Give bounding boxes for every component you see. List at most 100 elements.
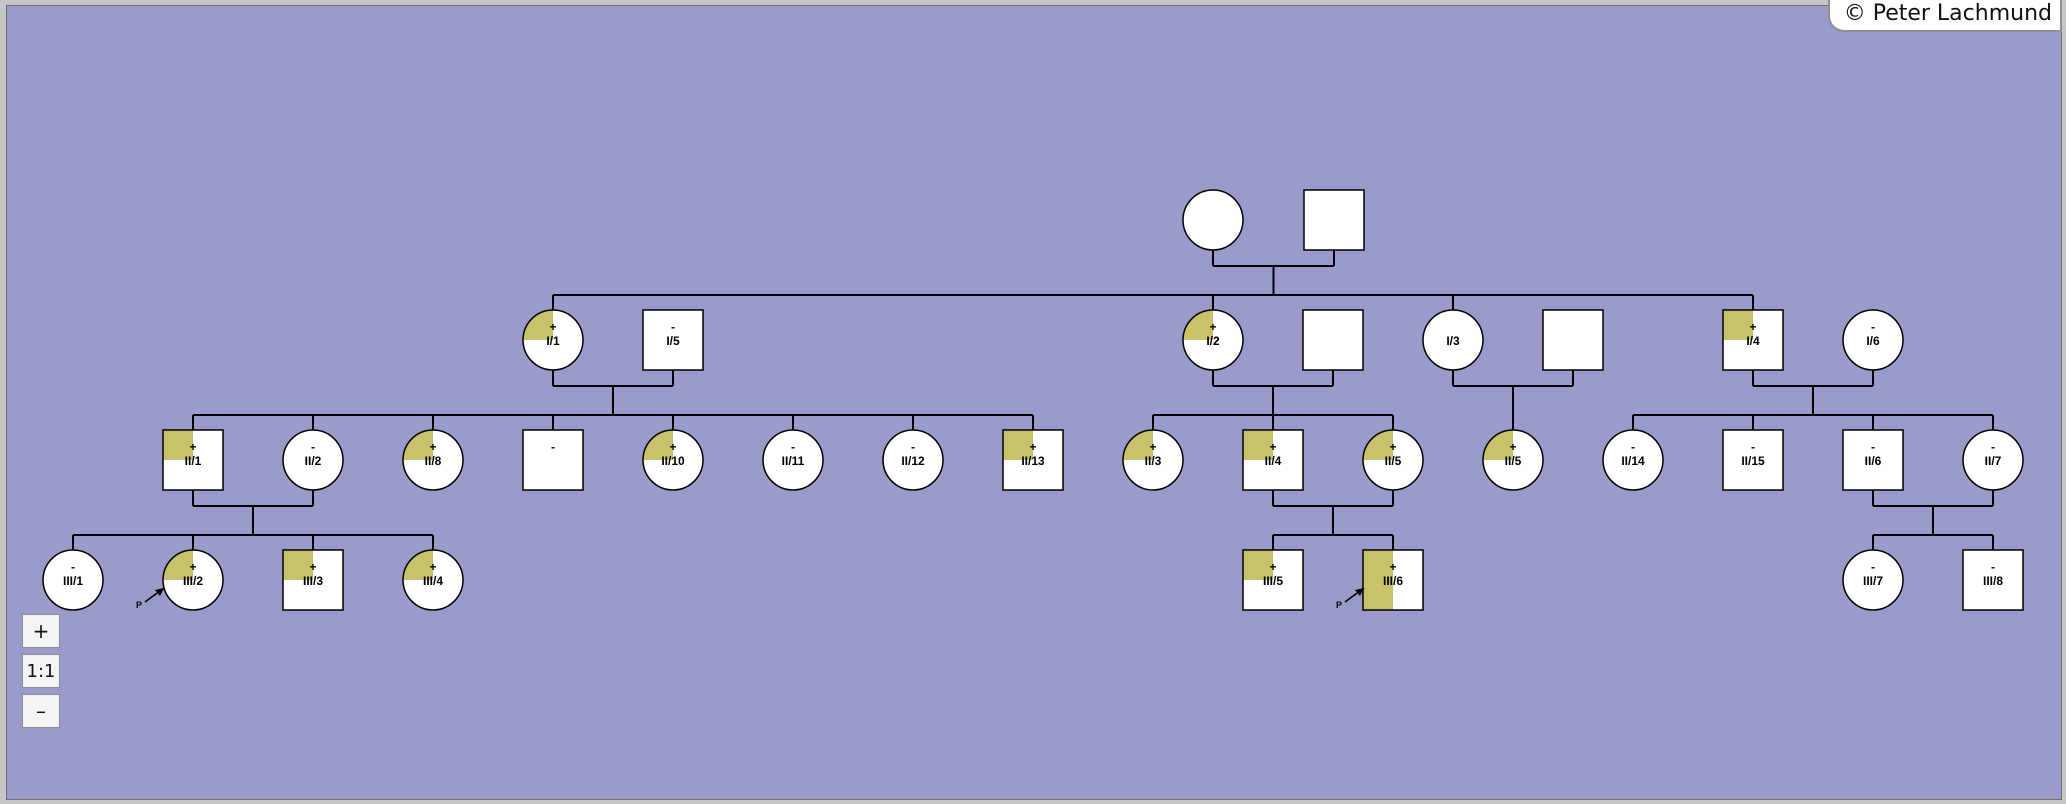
pedigree-individual-ii10[interactable]: +II/10 xyxy=(642,429,704,491)
status-marker: + xyxy=(429,560,436,574)
pedigree-individual-iii8[interactable]: -III/8 xyxy=(1962,549,2024,611)
individual-label: III/1 xyxy=(63,574,83,588)
female-symbol xyxy=(1183,190,1243,250)
status-marker: - xyxy=(791,440,795,454)
pedigree-individual-iii7[interactable]: -III/7 xyxy=(1842,549,1904,611)
affected-half-fill xyxy=(1363,550,1393,610)
male-symbol xyxy=(643,310,703,370)
pedigree-individual-g0f[interactable] xyxy=(1182,189,1244,251)
female-symbol xyxy=(1603,430,1663,490)
status-marker: - xyxy=(71,560,75,574)
pedigree-individual-sp2[interactable] xyxy=(1542,309,1604,371)
symbol-outline xyxy=(522,429,584,491)
symbol-outline xyxy=(162,429,224,491)
status-marker: - xyxy=(1871,320,1875,334)
status-marker: - xyxy=(1871,560,1875,574)
individual-label: II/3 xyxy=(1145,454,1162,468)
pedigree-individual-ii15[interactable]: -II/15 xyxy=(1722,429,1784,491)
symbol-outline xyxy=(1722,429,1784,491)
pedigree-individual-iii3[interactable]: +III/3 xyxy=(282,549,344,611)
status-marker: - xyxy=(311,440,315,454)
pedigree-individual-ii1[interactable]: +II/1 xyxy=(162,429,224,491)
pedigree-individual-ii11[interactable]: -II/11 xyxy=(762,429,824,491)
pedigree-individual-ii8[interactable]: +II/8 xyxy=(402,429,464,491)
symbol-outline xyxy=(1182,309,1244,371)
status-marker: - xyxy=(1631,440,1635,454)
affected-quarter-fill xyxy=(163,430,193,460)
individual-label: I/3 xyxy=(1446,334,1460,348)
pedigree-individual-i4[interactable]: +I/4 xyxy=(1722,309,1784,371)
symbol-outline xyxy=(1362,549,1424,611)
affected-quarter-fill xyxy=(283,550,313,580)
status-marker: + xyxy=(1209,320,1216,334)
proband-arrowhead xyxy=(155,588,164,596)
symbol-outline xyxy=(162,549,224,611)
female-symbol xyxy=(1843,310,1903,370)
affected-quarter-fill xyxy=(1243,430,1273,460)
symbol-outline xyxy=(1962,429,2024,491)
pedigree-individual-iii1[interactable]: -III/1 xyxy=(42,549,104,611)
status-marker: + xyxy=(429,440,436,454)
male-symbol xyxy=(1304,190,1364,250)
pedigree-individual-i5[interactable]: -I/5 xyxy=(642,309,704,371)
pedigree-individual-sp1[interactable] xyxy=(1302,309,1364,371)
male-symbol xyxy=(1723,430,1783,490)
pedigree-individual-ii4[interactable]: +II/4 xyxy=(1242,429,1304,491)
individual-label: II/7 xyxy=(1985,454,2002,468)
zoom-reset-button[interactable]: 1:1 xyxy=(22,654,60,688)
status-marker: + xyxy=(549,320,556,334)
symbol-outline xyxy=(1842,429,1904,491)
male-symbol xyxy=(1963,550,2023,610)
individual-label: II/11 xyxy=(782,454,805,468)
pedigree-individual-i3[interactable]: I/3 xyxy=(1422,309,1484,371)
status-marker: + xyxy=(1389,560,1396,574)
pedigree-individual-i6[interactable]: -I/6 xyxy=(1842,309,1904,371)
pedigree-individual-ii3[interactable]: +II/3 xyxy=(1122,429,1184,491)
affected-quarter-fill xyxy=(1723,310,1753,340)
female-symbol xyxy=(763,430,823,490)
symbol-outline xyxy=(1303,189,1365,251)
pedigree-individual-ii5a[interactable]: +II/5 xyxy=(1362,429,1424,491)
symbol-outline xyxy=(522,309,584,371)
individual-label: II/6 xyxy=(1865,454,1882,468)
status-marker: + xyxy=(1149,440,1156,454)
pedigree-individual-iii2[interactable]: +III/2P xyxy=(136,549,224,611)
pedigree-individual-iii4[interactable]: +III/4 xyxy=(402,549,464,611)
pedigree-individual-iix[interactable]: - xyxy=(522,429,584,491)
symbol-outline xyxy=(1602,429,1664,491)
pedigree-individual-g0m[interactable] xyxy=(1303,189,1365,251)
pedigree-individual-i2[interactable]: +I/2 xyxy=(1182,309,1244,371)
individual-label: III/5 xyxy=(1263,574,1283,588)
symbol-outline xyxy=(882,429,944,491)
symbol-outline xyxy=(642,309,704,371)
status-marker: - xyxy=(551,440,555,454)
status-marker: + xyxy=(1749,320,1756,334)
status-marker: + xyxy=(189,440,196,454)
status-marker: - xyxy=(1991,440,1995,454)
pedigree-individual-ii6[interactable]: -II/6 xyxy=(1842,429,1904,491)
pedigree-individual-ii7[interactable]: -II/7 xyxy=(1962,429,2024,491)
symbol-outline xyxy=(1962,549,2024,611)
pedigree-individual-ii2[interactable]: -II/2 xyxy=(282,429,344,491)
pedigree-individual-ii14[interactable]: -II/14 xyxy=(1602,429,1664,491)
pedigree-individual-ii13[interactable]: +II/13 xyxy=(1002,429,1064,491)
individual-label: I/6 xyxy=(1866,334,1880,348)
symbol-outline xyxy=(1242,429,1304,491)
zoom-in-button[interactable]: + xyxy=(22,614,60,648)
status-marker: - xyxy=(1751,440,1755,454)
status-marker: + xyxy=(1269,560,1276,574)
status-marker: + xyxy=(669,440,676,454)
symbol-outline xyxy=(1842,549,1904,611)
individual-label: I/5 xyxy=(666,334,680,348)
pedigree-individual-ii5b[interactable]: +II/5 xyxy=(1482,429,1544,491)
pedigree-individual-iii5[interactable]: +III/5 xyxy=(1242,549,1304,611)
individual-label: III/4 xyxy=(423,574,443,588)
male-symbol xyxy=(1543,310,1603,370)
zoom-out-button[interactable]: – xyxy=(22,694,60,728)
pedigree-individual-ii12[interactable]: -II/12 xyxy=(882,429,944,491)
pedigree-individual-iii6[interactable]: +III/6P xyxy=(1336,549,1424,611)
pedigree-individual-i1[interactable]: +I/1 xyxy=(522,309,584,371)
female-symbol xyxy=(1423,310,1483,370)
